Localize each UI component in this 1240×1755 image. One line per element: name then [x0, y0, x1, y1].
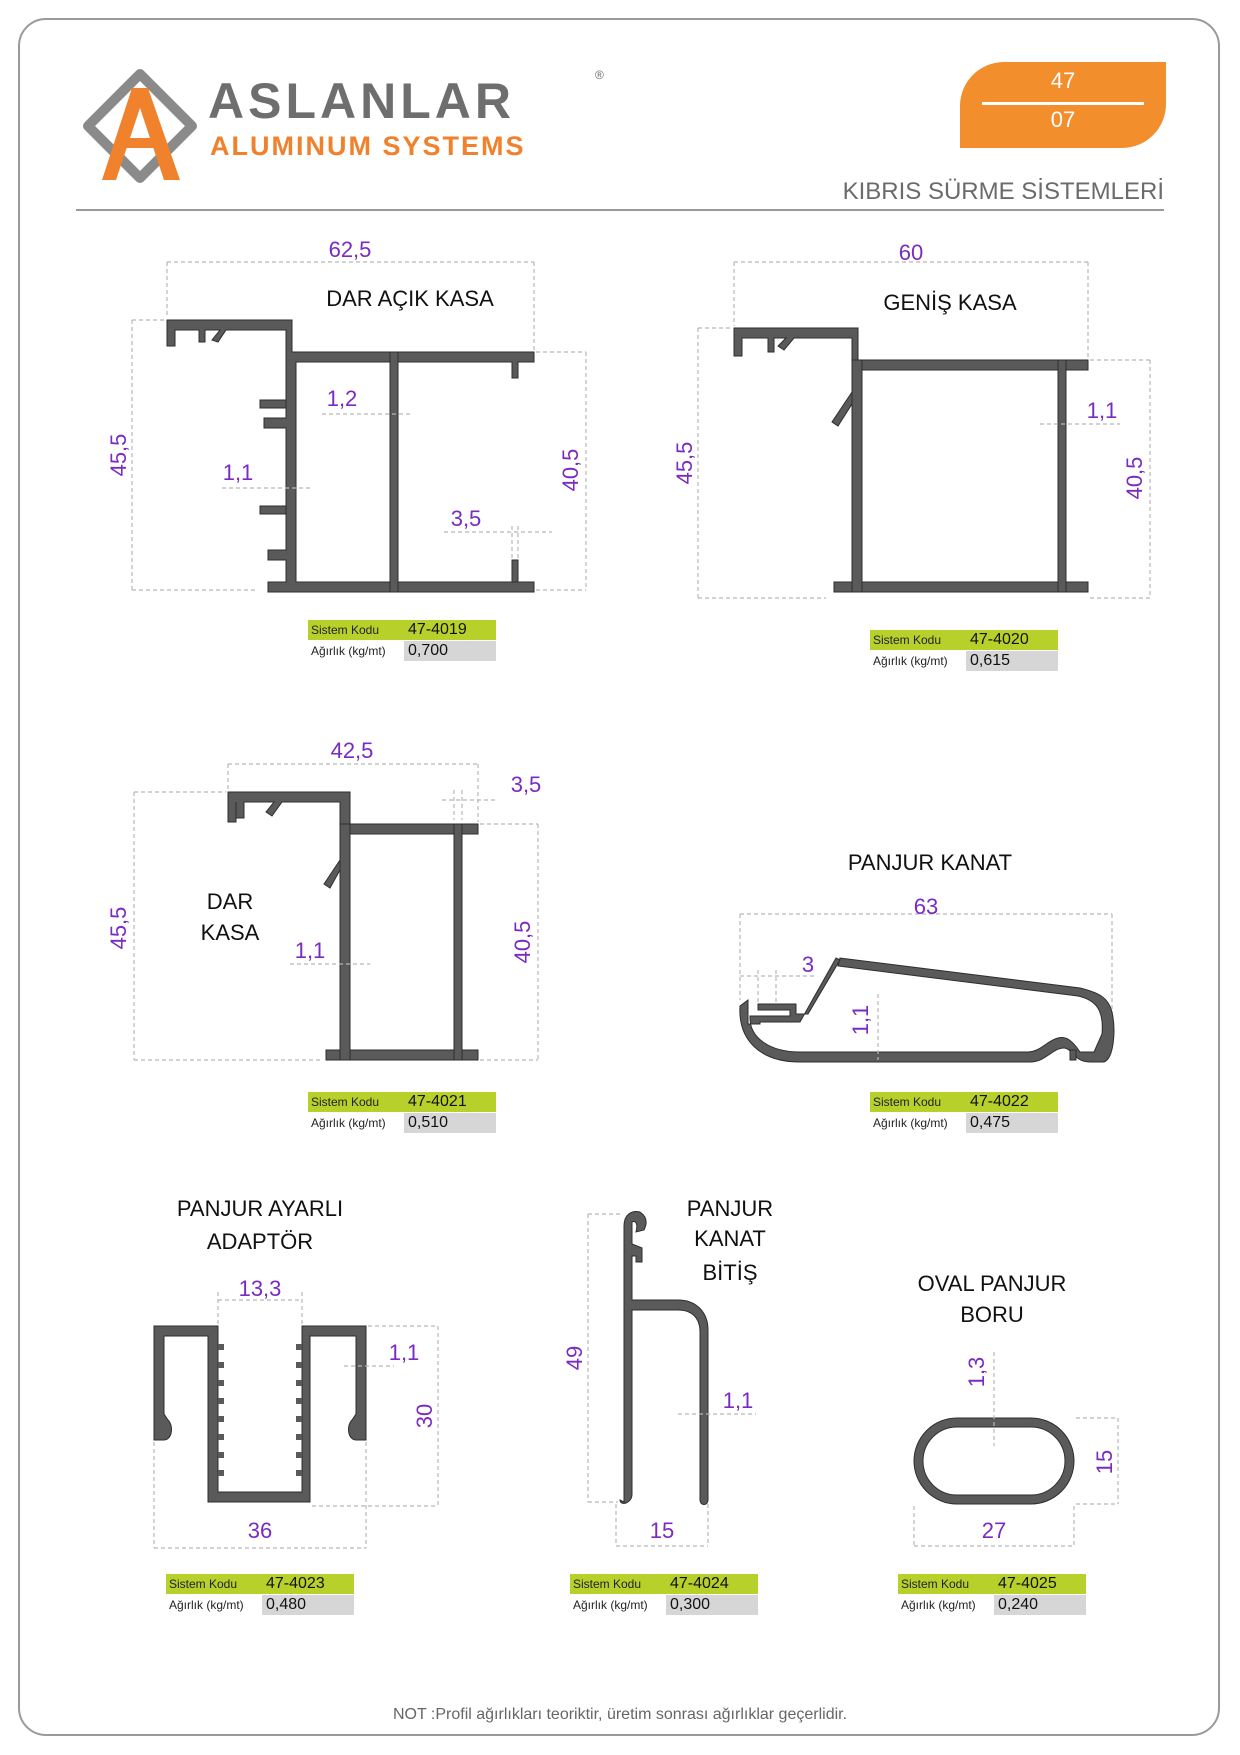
dim-width-label: 60 [899, 240, 923, 265]
section-title: KIBRIS SÜRME SİSTEMLERİ [842, 178, 1164, 205]
weight-label: Ağırlık (kg/mt) [873, 654, 948, 668]
profile-panjur-kanat-drawing: 63 3 1,1 [739, 894, 1115, 1063]
system-code-label: Sistem Kodu [870, 1092, 966, 1112]
dim-wall-label: 1,1 [223, 460, 254, 485]
profile-title: PANJUR KANAT [847, 850, 1013, 875]
profile-title-line2: ADAPTÖR [206, 1229, 314, 1254]
system-code-value: 47-4024 [666, 1574, 758, 1594]
weight-label: Ağırlık (kg/mt) [311, 1116, 386, 1130]
profile-title-line1: DAR [206, 889, 254, 914]
header-divider [76, 209, 1164, 211]
dim-inner-height-label: 40,5 [558, 449, 583, 492]
dim-wall-label: 1,1 [389, 1340, 420, 1365]
profile-title-line1: PANJUR AYARLI [176, 1196, 344, 1221]
dim-height-label: 49 [562, 1346, 587, 1370]
dim-width-label: 36 [248, 1518, 272, 1543]
weight-label: Ağırlık (kg/mt) [901, 1598, 976, 1612]
dim-width-label: 62,5 [329, 237, 372, 262]
profile-title-line2: KANAT [694, 1226, 766, 1251]
system-code-value: 47-4021 [404, 1092, 496, 1112]
company-logo: ASLANLAR ® ALUMINUM SYSTEMS [80, 64, 620, 194]
dim-gap-label: 3,5 [451, 506, 482, 531]
system-code-value: 47-4020 [966, 630, 1058, 650]
system-code-value: 47-4022 [966, 1092, 1058, 1112]
dim-inner-height-label: 40,5 [510, 921, 535, 964]
page-number-badge: 47 07 [960, 62, 1166, 148]
weight-value: 0,240 [994, 1595, 1086, 1615]
profile-genis-kasa-drawing: 60 45,5 40,5 1,1 [672, 240, 1151, 599]
page-number: 07 [1050, 107, 1076, 132]
dim-wall-label: 1,1 [723, 1388, 754, 1413]
profile-panjur-kanat-bitis-drawing: 49 1,1 15 [562, 1211, 756, 1547]
profile-title: GENİŞ KASA [883, 290, 1017, 315]
weight-value: 0,475 [966, 1113, 1058, 1133]
dim-inner-width-label: 13,3 [239, 1276, 282, 1301]
dim-wall-label: 1,1 [1087, 398, 1118, 423]
dim-inner-height-label: 40,5 [1122, 457, 1147, 500]
dim-height-label: 45,5 [106, 434, 131, 477]
dim-wall-label: 1,1 [295, 938, 326, 963]
dim-width-label: 42,5 [331, 738, 374, 763]
dim-gap-label: 3,5 [511, 772, 542, 797]
profile-title: DAR AÇIK KASA [326, 286, 494, 311]
system-code-value: 47-4019 [404, 620, 496, 640]
system-code-value: 47-4025 [994, 1574, 1086, 1594]
dim-height-label: 45,5 [106, 907, 131, 950]
dim-gap-label: 3 [802, 952, 814, 977]
weight-value: 0,480 [262, 1595, 354, 1615]
dim-height-label: 45,5 [672, 442, 697, 485]
system-code-label: Sistem Kodu [570, 1574, 666, 1594]
profile-dar-acik-kasa-drawing: 62,5 45,5 40,5 1,2 1,1 3,5 [106, 237, 587, 593]
dim-wall-label: 1,3 [964, 1357, 989, 1388]
weight-value: 0,615 [966, 651, 1058, 671]
logo-icon [83, 69, 197, 183]
weight-label: Ağırlık (kg/mt) [311, 644, 386, 658]
profile-panjur-ayarli-adaptor-drawing: 13,3 1,1 30 36 [153, 1276, 439, 1549]
system-code-label: Sistem Kodu [308, 620, 404, 640]
dim-wall-label: 1,1 [848, 1005, 873, 1036]
system-code-label: Sistem Kodu [870, 630, 966, 650]
weight-value: 0,300 [666, 1595, 758, 1615]
dim-height-label: 30 [412, 1404, 437, 1428]
profile-title-line1: OVAL PANJUR [917, 1271, 1067, 1296]
dim-width-label: 27 [982, 1518, 1006, 1543]
system-code-label: Sistem Kodu [898, 1574, 994, 1594]
dim-wall-label: 1,2 [327, 386, 358, 411]
brand-subtitle: ALUMINUM SYSTEMS [210, 131, 526, 161]
page-frame [18, 18, 1220, 1736]
page-series: 47 [1050, 68, 1076, 93]
registered-mark: ® [595, 68, 604, 82]
profile-title-line2: KASA [200, 920, 260, 945]
profile-title-line1: PANJUR [686, 1196, 774, 1221]
dim-width-label: 63 [914, 894, 938, 919]
weight-value: 0,700 [404, 641, 496, 661]
brand-name: ASLANLAR [208, 73, 515, 129]
system-code-label: Sistem Kodu [166, 1574, 262, 1594]
footer-note: NOT :Profil ağırlıkları teoriktir, üreti… [392, 1706, 848, 1723]
system-code-value: 47-4023 [262, 1574, 354, 1594]
weight-label: Ağırlık (kg/mt) [169, 1598, 244, 1612]
profile-title-line2: BORU [960, 1302, 1024, 1327]
dim-width-label: 15 [650, 1518, 674, 1543]
profile-title-line3: BİTİŞ [702, 1260, 758, 1285]
profile-dar-kasa-drawing: 42,5 3,5 45,5 40,5 1,1 [106, 738, 542, 1061]
system-code-label: Sistem Kodu [308, 1092, 404, 1112]
profile-oval-panjur-boru-drawing: 1,3 15 27 [913, 1352, 1119, 1547]
dim-height-label: 15 [1092, 1450, 1117, 1474]
weight-label: Ağırlık (kg/mt) [573, 1598, 648, 1612]
badge-divider [982, 102, 1144, 105]
weight-value: 0,510 [404, 1113, 496, 1133]
footer: NOT :Profil ağırlıkları teoriktir, üreti… [320, 1697, 920, 1733]
weight-label: Ağırlık (kg/mt) [873, 1116, 948, 1130]
